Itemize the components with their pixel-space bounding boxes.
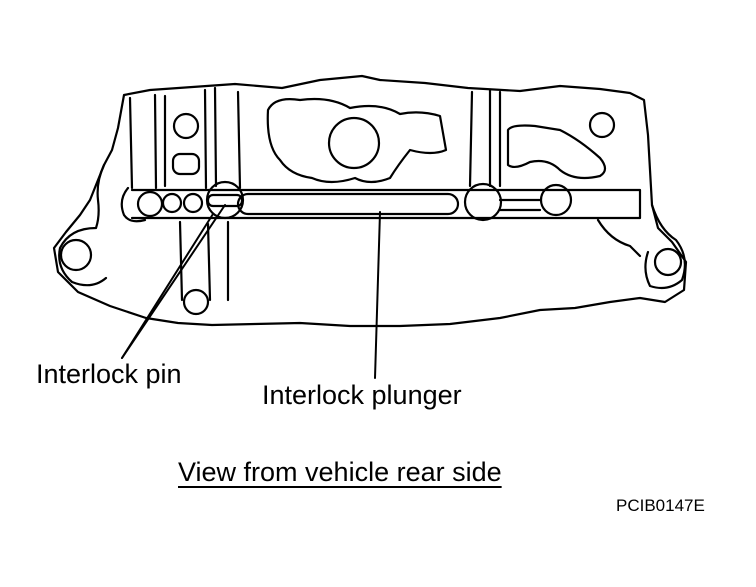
lower-right-web: [596, 218, 642, 258]
detent-ball-1: [136, 190, 164, 218]
plunger-channel: [130, 188, 642, 220]
upper-left-hole: [172, 112, 200, 140]
right-boss-hole: [653, 247, 683, 277]
detent-ball-4: [463, 182, 503, 222]
interlock-plunger-label: Interlock plunger: [262, 380, 462, 410]
interlock-pin-label: Interlock pin: [36, 359, 182, 389]
interlock-plunger-leader: [374, 211, 381, 379]
right-rib: [468, 88, 502, 188]
view-caption: View from vehicle rear side: [178, 457, 502, 487]
upper-right-hole: [588, 111, 616, 139]
detent-ball-5: [539, 183, 573, 217]
housing-outline: [52, 74, 688, 328]
channel-lower-edge: [120, 186, 147, 223]
interlock-pin-leader-2: [121, 213, 214, 359]
center-cavity: [266, 97, 448, 184]
interlock-pin-circle: [205, 180, 245, 220]
right-boss-outline: [644, 203, 687, 290]
detent-ball-2: [161, 192, 183, 214]
left-rib-2: [203, 86, 242, 190]
left-boss-hole: [59, 238, 93, 272]
figure-code: PCIB0147E: [616, 496, 705, 515]
left-slot: [171, 152, 201, 176]
right-cavity: [506, 124, 607, 180]
center-bore: [327, 116, 381, 170]
lower-left-hole: [182, 288, 210, 316]
left-boss-outline: [58, 163, 108, 287]
lower-rib-left: [178, 220, 230, 302]
left-rib: [128, 93, 167, 190]
detent-ball-3: [182, 192, 204, 214]
interlock-plunger-body: [236, 192, 460, 216]
